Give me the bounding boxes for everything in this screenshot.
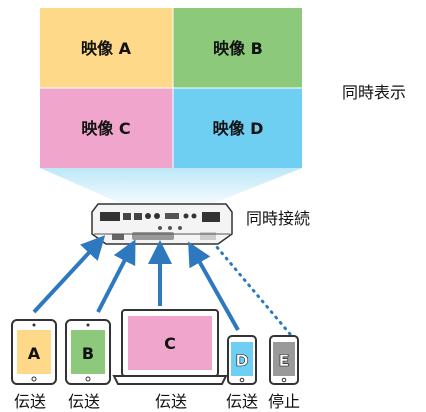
- arrow-b: [96, 239, 136, 313]
- device-b-letter: B: [82, 344, 94, 363]
- simultaneous-connection-label: 同時接続: [246, 209, 311, 228]
- tile-b: [173, 8, 302, 88]
- device-d-letter: D: [235, 351, 248, 370]
- screen: 映像 A 映像 B 映像 C 映像 D: [40, 8, 302, 168]
- tile-a-label: 映像 A: [81, 39, 132, 58]
- device-tablet-b: [65, 319, 111, 385]
- arrow-d: [188, 241, 240, 331]
- device-c-letter: C: [164, 334, 176, 353]
- device-a-status: 伝送: [14, 392, 47, 411]
- device-phone-d: [227, 335, 257, 385]
- device-e-status: 停止: [268, 392, 301, 411]
- device-e-letter: E: [279, 351, 290, 370]
- simultaneous-display-label: 同時表示: [342, 83, 407, 102]
- device-laptop-c: [112, 309, 228, 385]
- device-c-status: 伝送: [155, 392, 188, 411]
- device-tablet-a: [11, 319, 57, 385]
- device-d-status: 伝送: [226, 392, 259, 411]
- tile-d-label: 映像 D: [213, 119, 264, 138]
- connection-arrows: [32, 235, 292, 336]
- device-a-letter: A: [28, 344, 41, 363]
- arrow-a: [32, 235, 106, 314]
- projection-beam: [40, 168, 302, 204]
- tile-c-label: 映像 C: [81, 119, 130, 138]
- projector: [91, 203, 233, 245]
- tile-b-label: 映像 B: [213, 39, 263, 58]
- tile-c: [40, 88, 173, 168]
- device-b-status: 伝送: [68, 392, 101, 411]
- device-phone-e: [269, 335, 299, 385]
- tile-d: [173, 88, 302, 168]
- tile-a: [40, 8, 173, 88]
- dotted-link-e: [214, 244, 292, 336]
